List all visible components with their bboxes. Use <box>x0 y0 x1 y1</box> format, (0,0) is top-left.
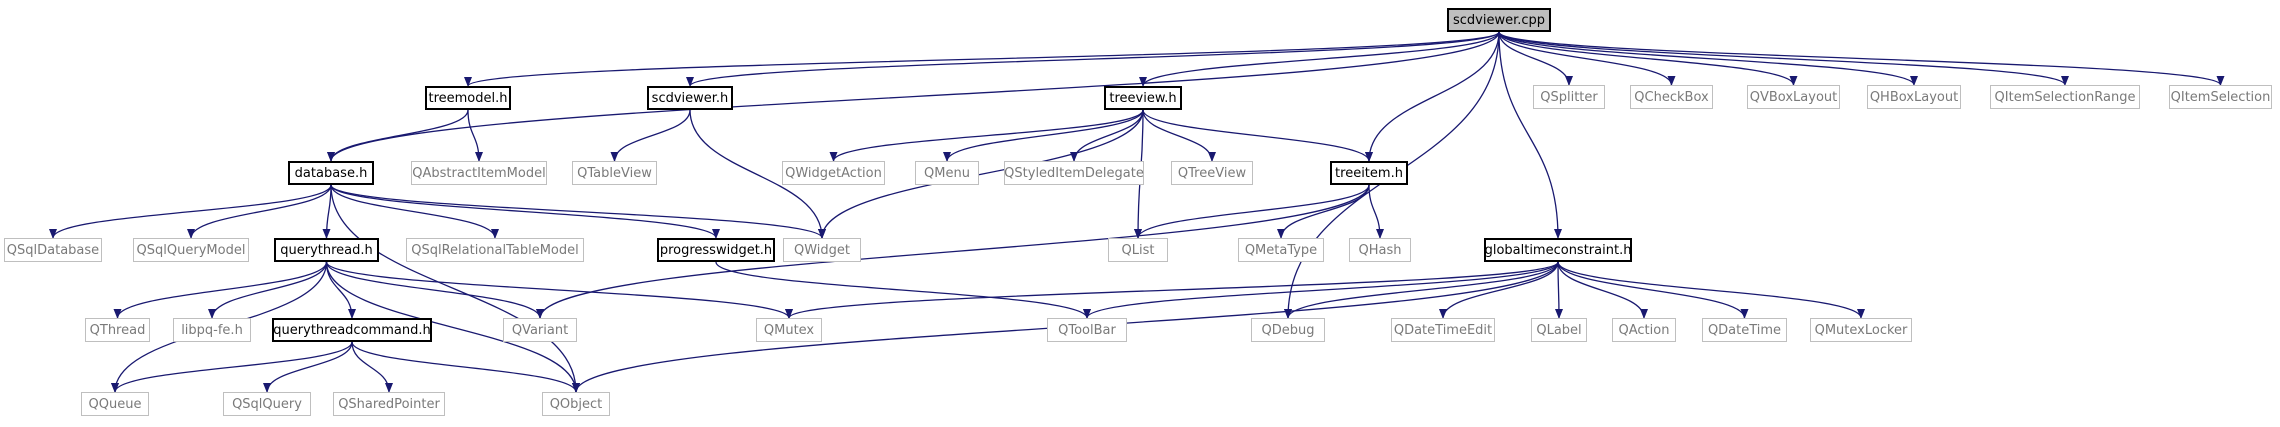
node-qwidgetaction: QWidgetAction <box>782 161 885 185</box>
node-qtableview: QTableView <box>572 161 657 185</box>
node-qmutex: QMutex <box>756 318 822 342</box>
edge-scdviewer-cpp-to-treeview-h <box>1139 31 1500 87</box>
node-qitemselectionrange: QItemSelectionRange <box>1990 85 2140 109</box>
edge-globaltimeconstraint-h-to-qmutex <box>785 261 1559 319</box>
node-qlabel: QLabel <box>1531 318 1587 342</box>
edge-scdviewer-cpp-to-database-h <box>327 31 1500 162</box>
node-qsqlquerymodel: QSqlQueryModel <box>133 238 249 262</box>
node-qmutexlocker: QMutexLocker <box>1810 318 1912 342</box>
edge-querythreadcommand-h-to-qsqlquery <box>263 341 353 393</box>
edge-treeitem-h-to-qlist <box>1134 184 1370 239</box>
edge-progresswidget-h-to-qtoolbar <box>715 261 1091 319</box>
node-qsplitter: QSplitter <box>1533 85 1605 109</box>
edge-querythread-h-to-qobject <box>325 261 580 393</box>
edge-treemodel-h-to-database-h <box>327 109 469 162</box>
edge-globaltimeconstraint-h-to-qdatetime <box>1557 261 1749 319</box>
node-qtreeview: QTreeView <box>1171 161 1253 185</box>
edge-database-h-to-progresswidget-h <box>330 184 720 239</box>
edge-treeitem-h-to-qvariant <box>536 184 1370 319</box>
node-scdviewer-cpp[interactable]: scdviewer.cpp <box>1447 8 1551 32</box>
edge-querythread-h-to-qmutex <box>325 261 793 319</box>
node-qvariant: QVariant <box>503 318 577 342</box>
node-qvboxlayout: QVBoxLayout <box>1747 85 1840 109</box>
node-qdatetime: QDateTime <box>1702 318 1787 342</box>
node-qaction: QAction <box>1612 318 1676 342</box>
edge-database-h-to-qsqldatabase <box>49 184 332 239</box>
node-treemodel-h[interactable]: treemodel.h <box>425 86 511 110</box>
edge-scdviewer-cpp-to-qvboxlayout <box>1498 31 1798 86</box>
node-querythread-h[interactable]: querythread.h <box>274 238 379 262</box>
edge-database-h-to-qsqlrelationaltablemodel <box>330 184 499 239</box>
edge-globaltimeconstraint-h-to-qlabel <box>1554 261 1563 319</box>
edge-querythread-h-to-querythreadcommand-h <box>325 261 356 319</box>
edge-treeview-h-to-qstyleditemdelegate <box>1070 109 1144 162</box>
edge-querythreadcommand-h-to-qobject <box>351 341 580 393</box>
edge-database-h-to-qwidget <box>330 184 826 239</box>
edge-scdviewer-cpp-to-qsplitter <box>1498 31 1573 86</box>
edge-scdviewer-cpp-to-scdviewer-h <box>686 31 1500 87</box>
edge-scdviewer-cpp-to-treeitem-h <box>1365 31 1500 162</box>
edge-globaltimeconstraint-h-to-qdatetimeedit <box>1439 261 1559 319</box>
edge-globaltimeconstraint-h-to-qtoolbar <box>1083 261 1559 319</box>
edge-treeview-h-to-qwidgetaction <box>829 109 1144 162</box>
edge-querythread-h-to-qvariant <box>325 261 544 319</box>
edge-treeview-h-to-treeitem-h <box>1142 109 1373 162</box>
node-globaltimeconstraint-h[interactable]: globaltimeconstraint.h <box>1484 238 1632 262</box>
edge-querythread-h-to-libpq-fe-h <box>208 261 328 319</box>
node-qsharedpointer: QSharedPointer <box>333 392 445 416</box>
edge-globaltimeconstraint-h-to-qmutexlocker <box>1557 261 1865 319</box>
edge-database-h-to-querythread-h <box>322 184 332 239</box>
node-querythreadcommand-h[interactable]: querythreadcommand.h <box>272 318 432 342</box>
edge-scdviewer-cpp-to-globaltimeconstraint-h <box>1498 31 1562 239</box>
edge-scdviewer-cpp-to-qitemselectionrange <box>1498 31 2069 86</box>
node-qmetatype: QMetaType <box>1238 238 1324 262</box>
node-scdviewer-h[interactable]: scdviewer.h <box>647 86 733 110</box>
node-qqueue: QQueue <box>81 392 149 416</box>
node-qwidget: QWidget <box>783 238 861 262</box>
edge-globaltimeconstraint-h-to-qaction <box>1557 261 1648 319</box>
edge-querythreadcommand-h-to-qqueue <box>111 341 353 393</box>
node-qhboxlayout: QHBoxLayout <box>1867 85 1961 109</box>
node-qdatetimeedit: QDateTimeEdit <box>1391 318 1495 342</box>
node-qsqlquery: QSqlQuery <box>223 392 311 416</box>
edge-treeitem-h-to-qhash <box>1368 184 1384 239</box>
node-qsqlrelationaltablemodel: QSqlRelationalTableModel <box>406 238 584 262</box>
node-qcheckbox: QCheckBox <box>1630 85 1713 109</box>
edge-scdviewer-cpp-to-treemodel-h <box>464 31 1500 87</box>
node-treeview-h[interactable]: treeview.h <box>1104 86 1182 110</box>
node-qdebug: QDebug <box>1251 318 1325 342</box>
edge-treemodel-h-to-qabstractitemmodel <box>467 109 483 162</box>
edge-scdviewer-h-to-qwidget <box>689 109 826 239</box>
node-database-h[interactable]: database.h <box>288 161 374 185</box>
edge-scdviewer-h-to-qtableview <box>610 109 691 162</box>
node-qlist: QList <box>1108 238 1168 262</box>
node-progresswidget-h[interactable]: progresswidget.h <box>657 238 775 262</box>
node-qitemselection: QItemSelection <box>2169 85 2272 109</box>
edge-database-h-to-qsqlquerymodel <box>187 184 332 239</box>
edge-querythreadcommand-h-to-qsharedpointer <box>351 341 393 393</box>
edge-scdviewer-cpp-to-qcheckbox <box>1498 31 1676 86</box>
edge-treeview-h-to-qtreeview <box>1142 109 1216 162</box>
node-qhash: QHash <box>1349 238 1411 262</box>
node-qobject: QObject <box>542 392 610 416</box>
node-qsqldatabase: QSqlDatabase <box>4 238 102 262</box>
edge-treeview-h-to-qwidget <box>818 109 1144 239</box>
node-treeitem-h[interactable]: treeitem.h <box>1330 161 1408 185</box>
node-qtoolbar: QToolBar <box>1047 318 1127 342</box>
edge-treeview-h-to-qmenu <box>943 109 1144 162</box>
edge-querythread-h-to-qthread <box>113 261 328 319</box>
edge-globaltimeconstraint-h-to-qdebug <box>1284 261 1559 319</box>
node-libpq-fe-h: libpq-fe.h <box>173 318 251 342</box>
edge-scdviewer-cpp-to-qhboxlayout <box>1498 31 1918 86</box>
edge-database-h-to-qobject <box>330 184 580 393</box>
node-qstyleditemdelegate: QStyledItemDelegate <box>1004 161 1144 185</box>
node-qmenu: QMenu <box>915 161 979 185</box>
edge-scdviewer-cpp-to-qitemselection <box>1498 31 2225 86</box>
node-qabstractitemmodel: QAbstractItemModel <box>411 161 547 185</box>
edge-treeitem-h-to-qmetatype <box>1277 184 1370 239</box>
node-qthread: QThread <box>85 318 150 342</box>
